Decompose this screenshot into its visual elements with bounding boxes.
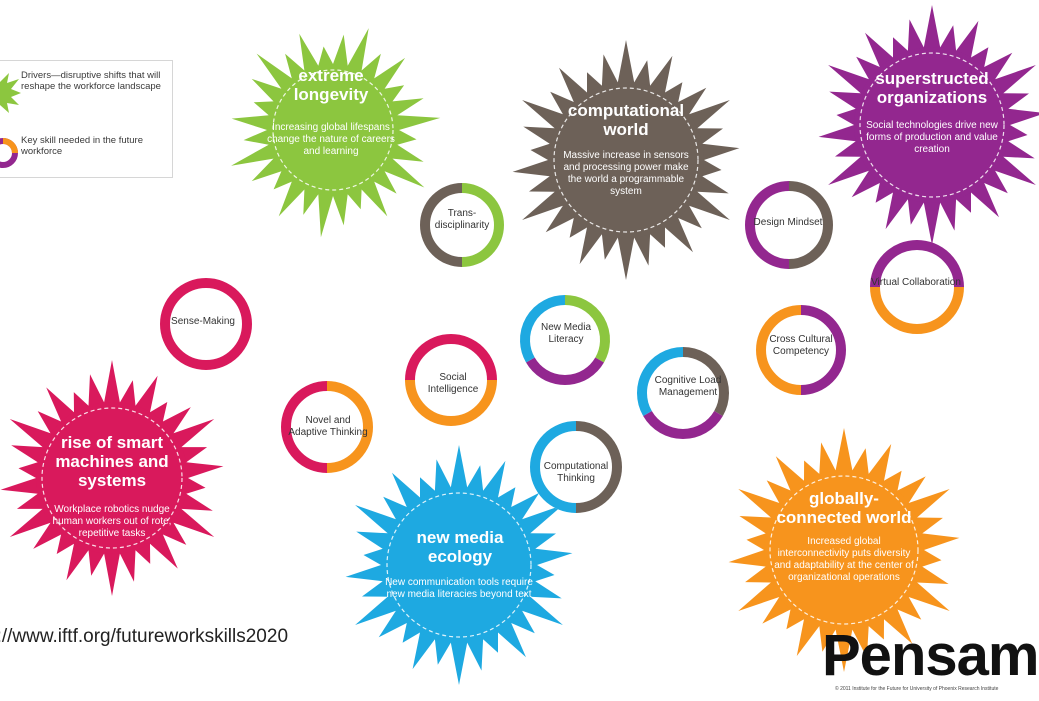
skill-label-cognitive-load-management: Cognitive Load Management [654,375,722,398]
driver-dashed-ring [769,475,919,625]
driver-desc-extreme-longevity: Increasing global lifespans change the n… [267,122,395,157]
skill-virtual-collaboration [870,240,964,334]
skill-cognitive-load-management [637,347,729,439]
driver-dashed-ring [272,69,394,191]
legend-drivers-text: Drivers—disruptive shifts that will resh… [21,70,161,92]
driver-new-media-ecology [345,445,573,685]
skill-ring-segment [461,183,504,267]
driver-globally-connected-world [728,428,960,672]
skill-ring-segment [564,295,610,363]
legend-swatches [0,73,21,168]
skill-label-social-intelligence: Social Intelligence [427,372,479,395]
source-url[interactable]: p://www.iftf.org/futureworkskills2020 [0,626,289,647]
skill-legend-icon-segment [2,138,18,154]
skill-disc [756,305,846,395]
drivers-layer [0,5,1039,685]
skill-ring-segment [745,181,790,269]
skill-ring-segment [870,286,964,334]
skill-label-new-media-literacy: New Media Literacy [540,322,592,345]
skill-ring-segment [326,381,373,473]
driver-title-computational-world: computational world [567,101,685,139]
skill-ring-segment [800,305,846,395]
skill-disc [160,278,252,370]
skill-disc [420,183,504,267]
driver-title-globally-connected-world: globally-connected world [776,489,912,527]
copyright-text: © 2011 Institute for the Future for Univ… [835,686,999,692]
driver-rise-of-smart-machines-and-systems [0,360,224,596]
skill-ring-segment [756,305,802,395]
skill-ring-segment [643,410,723,439]
driver-circle [854,47,1010,203]
driver-title-rise-of-smart-machines: rise of smart machines and systems [55,433,169,490]
skill-disc [745,181,833,269]
skill-disc [530,421,622,513]
driver-desc-computational-world: Massive increase in sensors and processi… [563,150,689,197]
skill-computational-thinking [530,421,622,513]
skill-social-intelligence [405,334,497,426]
skill-label-design-mindset: Design Mindset [753,217,823,228]
skill-disc [520,295,610,385]
skill-label-cross-cultural-competency: Cross Cultural Competency [769,334,833,357]
driver-desc-globally-connected-world: Increased global interconnectivity puts … [774,536,914,583]
driver-title-extreme-longevity: extreme longevity [293,66,369,104]
legend: Drivers—disruptive shifts that will resh… [0,60,173,178]
skill-ring-segment [530,421,577,513]
skill-ring-segment [870,240,964,288]
driver-dashed-ring [859,52,1005,198]
driver-dashed-ring [386,492,532,638]
driver-desc-rise-of-smart-machines: Workplace robotics nudge human workers o… [52,504,172,539]
driver-circle [381,487,537,643]
skill-ring-segment [405,334,497,381]
driver-extreme-longevity [231,28,441,238]
skill-ring-segment [575,421,622,513]
skill-ring-segment [682,347,729,416]
skill-design-mindset [745,181,833,269]
driver-dashed-ring [553,87,699,233]
skill-trans-disciplinarity [420,183,504,267]
skill-ring-segment [520,295,566,363]
skill-ring-segment [405,379,497,426]
legend-skill-text: Key skill needed in the future workforce [21,135,143,157]
skill-label-computational-thinking: Computational Thinking [543,461,609,484]
skill-label-transdisciplinarity: Trans-disciplinarity [434,208,490,231]
skill-ring-segment [637,347,684,416]
skill-ring-segment [281,381,328,473]
skill-sense-making [160,278,252,370]
driver-superstructed-organizations [818,5,1039,245]
skill-ring-segment [788,181,833,269]
driver-title-new-media-ecology: new media ecology [416,528,504,566]
skill-disc [870,240,964,334]
skill-disc [637,347,729,439]
driver-circle [764,470,924,630]
driver-desc-new-media-ecology: New communication tools require new medi… [385,577,533,600]
skill-cross-cultural-competency [756,305,846,395]
driver-dashed-ring [41,407,183,549]
skill-label-sense-making: Sense-Making [171,316,235,327]
skill-disc [281,381,373,473]
skill-disc [405,334,497,426]
driver-legend-icon [0,73,21,113]
skill-novel-and-adaptive-thinking [281,381,373,473]
skill-label-virtual-collaboration: Virtual Collaboration [871,277,961,288]
skill-ring-segment [420,183,463,267]
skill-ring-segment [526,357,604,385]
driver-computational-world [512,40,740,280]
skills-layer [160,181,964,513]
driver-title-superstructed-organizations: superstructed organizations [875,69,989,107]
skill-new-media-literacy [520,295,610,385]
driver-circle [36,402,188,554]
driver-desc-superstructed-organizations: Social technologies drive new forms of p… [866,120,998,155]
brand-logo-text: Pensam [822,623,1039,688]
driver-circle [548,82,704,238]
skill-label-novel-adaptive-thinking: Novel and Adaptive Thinking [288,415,368,438]
driver-circle [267,64,399,196]
skill-ring-segment [160,278,252,370]
